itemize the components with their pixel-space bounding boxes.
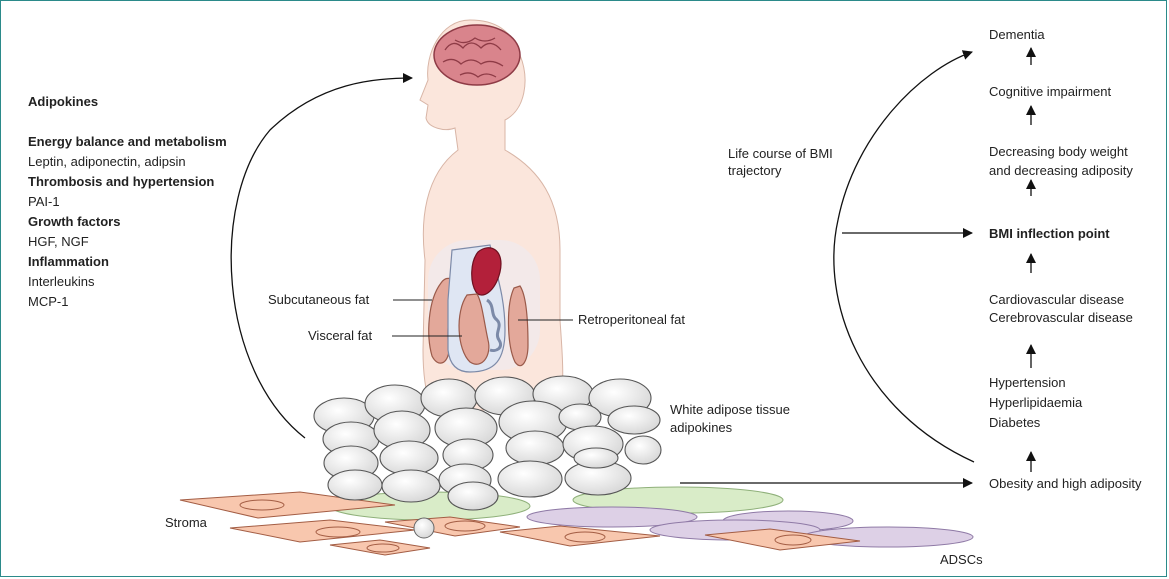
- trajectory-cerebro: Cerebrovascular disease: [989, 310, 1133, 326]
- group-items-energy: Leptin, adiponectin, adipsin: [28, 152, 227, 172]
- group-title-thrombosis: Thrombosis and hypertension: [28, 172, 227, 192]
- group-items-growth: HGF, NGF: [28, 232, 227, 252]
- adipokines-panel: Adipokines Energy balance and metabolism…: [28, 92, 227, 312]
- white-adipose-cells: [314, 376, 661, 510]
- trajectory-decreasing-line1: Decreasing body weight: [989, 144, 1128, 160]
- life-course-label-line1: Life course of BMI: [728, 146, 833, 162]
- trajectory-inflection: BMI inflection point: [989, 226, 1110, 242]
- trajectory-hypertension: Hypertension: [989, 375, 1066, 391]
- stroma-layer: [180, 487, 973, 555]
- brain-icon: [434, 25, 520, 85]
- adipokines-to-brain-arrow: [231, 78, 412, 438]
- visceral-fat-label: Visceral fat: [308, 328, 372, 344]
- trajectory-dementia: Dementia: [989, 27, 1045, 43]
- wat-label-line2: adipokines: [670, 420, 732, 436]
- trajectory-decreasing-line2: and decreasing adiposity: [989, 163, 1133, 179]
- retroperitoneal-fat-label: Retroperitoneal fat: [578, 312, 685, 328]
- group-title-inflammation: Inflammation: [28, 252, 227, 272]
- adipokines-heading: Adipokines: [28, 92, 227, 112]
- group-items-mcp: MCP-1: [28, 292, 227, 312]
- group-title-growth: Growth factors: [28, 212, 227, 232]
- group-items-thrombosis: PAI-1: [28, 192, 227, 212]
- wat-label-line1: White adipose tissue: [670, 402, 790, 418]
- trajectory-obesity: Obesity and high adiposity: [989, 476, 1141, 492]
- life-course-label-line2: trajectory: [728, 163, 781, 179]
- adscs-label: ADSCs: [940, 552, 983, 568]
- stroma-label: Stroma: [165, 515, 207, 531]
- subcutaneous-fat-label: Subcutaneous fat: [268, 292, 369, 308]
- group-items-inflammation: Interleukins: [28, 272, 227, 292]
- trajectory-cardio: Cardiovascular disease: [989, 292, 1124, 308]
- life-course-arc-arrow: [834, 52, 974, 462]
- trajectory-diabetes: Diabetes: [989, 415, 1040, 431]
- trajectory-hyperlipidaemia: Hyperlipidaemia: [989, 395, 1082, 411]
- abdomen-cross-section: [428, 240, 540, 372]
- group-title-energy: Energy balance and metabolism: [28, 132, 227, 152]
- trajectory-cognitive: Cognitive impairment: [989, 84, 1111, 100]
